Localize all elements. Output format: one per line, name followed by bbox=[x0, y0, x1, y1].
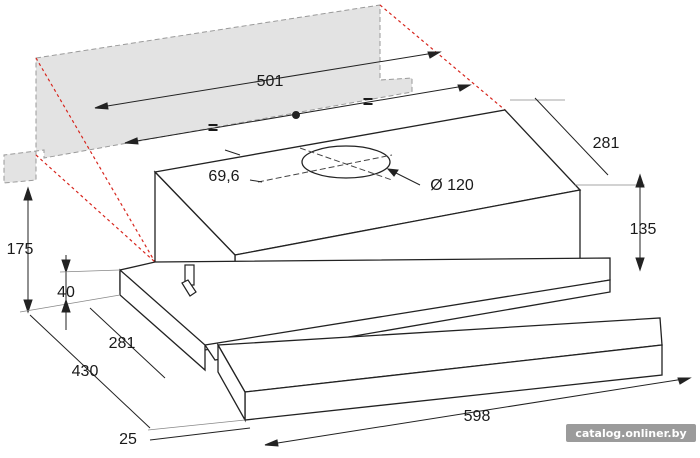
front-visor bbox=[216, 317, 663, 423]
dim-height-body: 135 bbox=[630, 221, 657, 238]
dim-height-total: 175 bbox=[7, 241, 34, 258]
dimension-lines bbox=[19, 51, 692, 447]
dim-outlet-diameter: Ø 120 bbox=[430, 177, 474, 194]
exhaust-outlet bbox=[257, 145, 393, 183]
control-switch bbox=[181, 264, 197, 297]
dim-depth-total: 430 bbox=[72, 363, 99, 380]
dim-outlet-offset: 69,6 bbox=[208, 168, 239, 185]
wall-cabinet bbox=[3, 4, 413, 184]
watermark-text: catalog.onliner.by bbox=[575, 427, 686, 440]
dim-equal-right: = bbox=[363, 92, 374, 112]
projection-guides bbox=[35, 4, 506, 263]
dim-depth-top: 281 bbox=[593, 135, 620, 152]
dim-height-front: 40 bbox=[57, 284, 75, 301]
dim-width-total: 598 bbox=[464, 408, 491, 425]
dim-front-offset: 25 bbox=[119, 431, 137, 448]
dim-equal-left: = bbox=[208, 118, 219, 138]
dim-cabinet-width: 501 bbox=[257, 73, 284, 90]
dim-depth-side: 281 bbox=[109, 335, 136, 352]
watermark: catalog.onliner.by bbox=[566, 424, 696, 442]
